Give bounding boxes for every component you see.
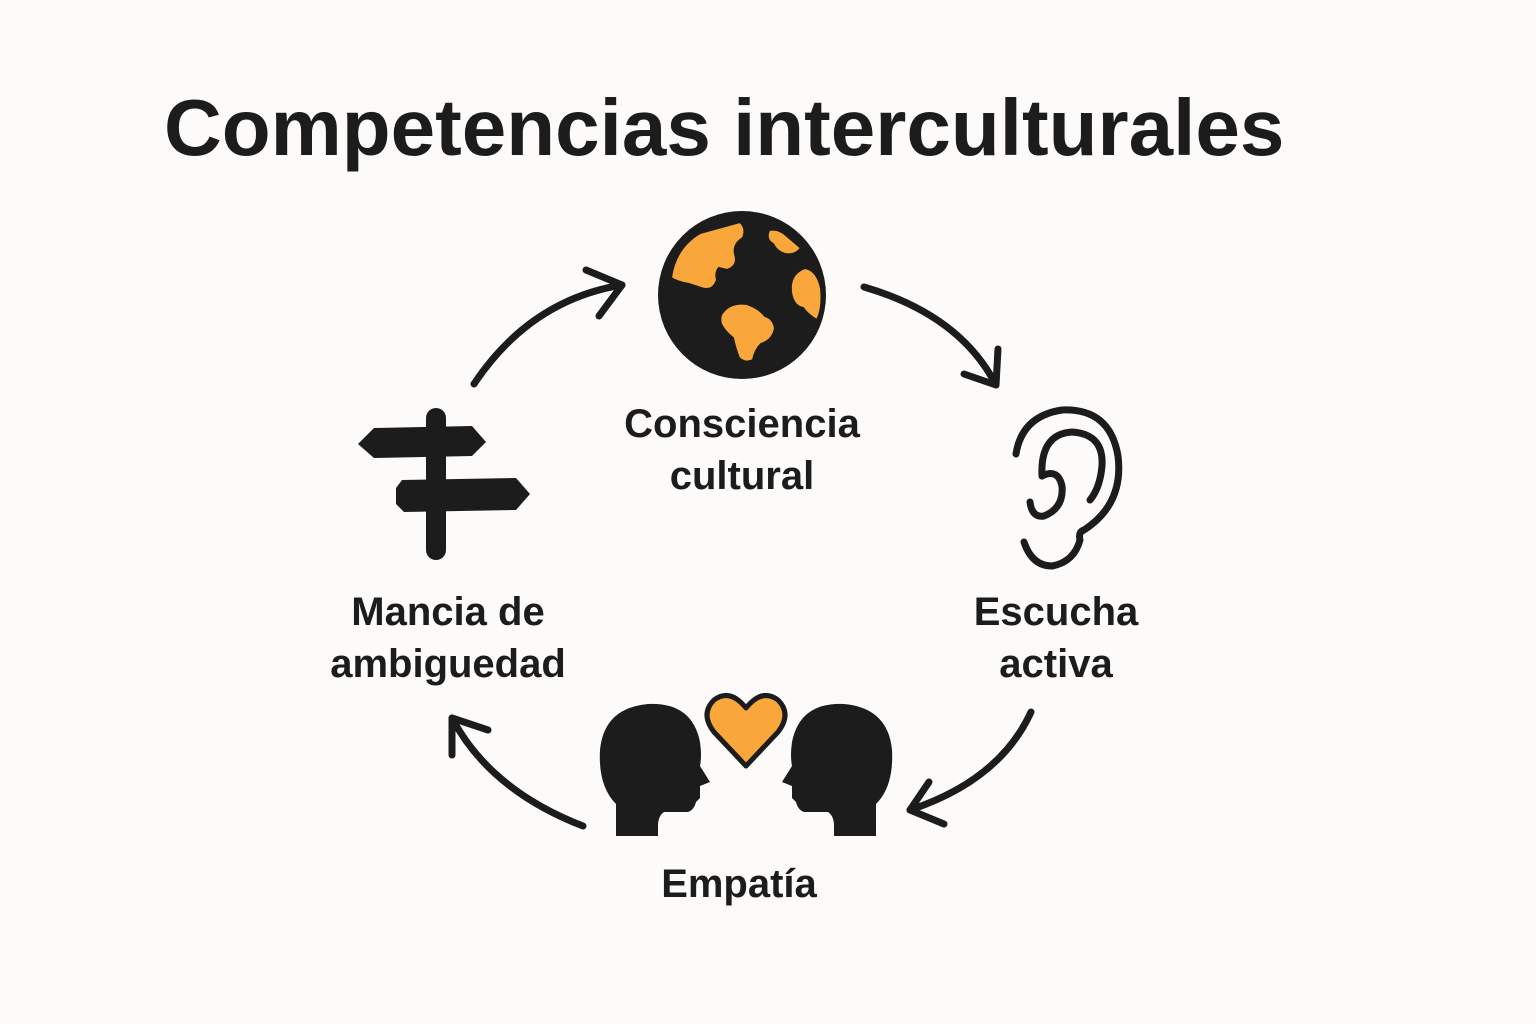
globe-icon xyxy=(658,211,826,379)
arrow-empatia-to-ambiguedad xyxy=(448,714,587,830)
node-label-mancia-de-ambiguedad: Mancia de ambiguedad xyxy=(330,590,566,686)
heads-heart-icon xyxy=(599,693,893,836)
arrow-consciencia-to-escucha xyxy=(860,283,1002,389)
ear-icon xyxy=(1012,406,1123,570)
signpost-icon xyxy=(358,408,530,560)
right-head-icon xyxy=(782,703,893,836)
node-label-escucha-activa: Escucha activa xyxy=(973,590,1139,686)
node-label-consciencia-cultural: Consciencia cultural xyxy=(624,402,860,498)
left-head-icon xyxy=(599,703,710,836)
node-label-empatia: Empatía xyxy=(661,862,817,906)
page-title: Competencias interculturales xyxy=(164,83,1285,172)
heart-icon xyxy=(704,693,788,769)
arrow-ambiguedad-to-consciencia xyxy=(470,266,626,388)
arrow-escucha-to-empatia xyxy=(906,708,1035,828)
